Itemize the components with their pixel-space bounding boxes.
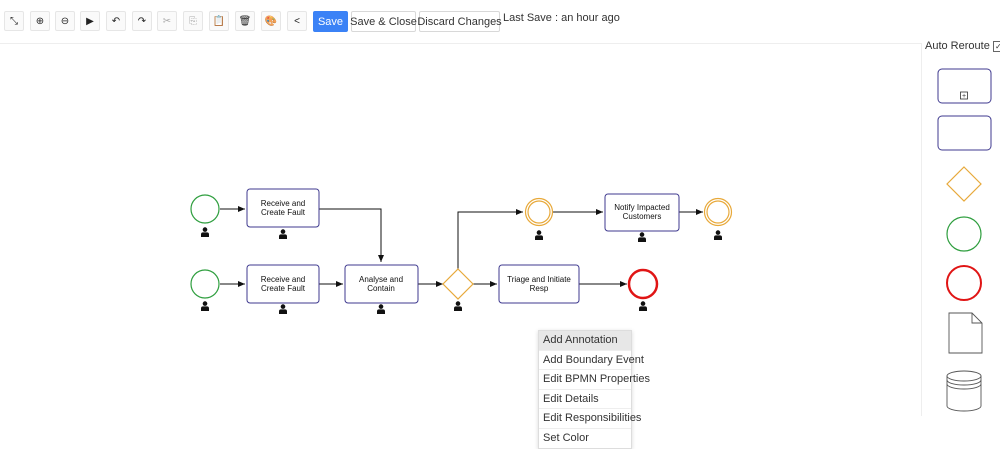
- person-icon: [279, 304, 287, 314]
- person-icon: [639, 301, 647, 311]
- person-icon: [535, 230, 543, 240]
- task-label-line2: Customers: [623, 212, 662, 221]
- shape-palette: +: [922, 43, 1000, 416]
- person-icon: [201, 301, 209, 311]
- task-shape[interactable]: [937, 115, 992, 151]
- save-close-button[interactable]: Save & Close: [350, 11, 417, 32]
- bpmn-diagram: Receive and Create Fault Receive and Cre…: [190, 188, 733, 314]
- diagram-canvas[interactable]: Receive and Create Fault Receive and Cre…: [0, 43, 922, 449]
- share-icon[interactable]: <: [287, 11, 307, 31]
- person-icon: [377, 304, 385, 314]
- start-event-top[interactable]: [190, 194, 220, 224]
- task-label-line2: Create Fault: [261, 284, 306, 293]
- end-event[interactable]: [627, 268, 659, 300]
- start-event-bottom[interactable]: [190, 269, 220, 299]
- task-label-line1: Triage and Initiate: [507, 275, 571, 284]
- auto-reroute-label: Auto Reroute: [925, 40, 990, 52]
- task-analyse-contain[interactable]: Analyse and Contain: [344, 264, 419, 304]
- menu-item-add-annotation[interactable]: Add Annotation: [539, 331, 631, 351]
- data-object-shape[interactable]: [948, 312, 983, 354]
- person-icon: [714, 230, 722, 240]
- task-label-line1: Notify Impacted: [614, 203, 670, 212]
- zoom-out-icon[interactable]: ⊖: [55, 11, 75, 31]
- task-label-line2: Resp: [530, 284, 549, 293]
- sequence-flows: [220, 206, 703, 287]
- subprocess-marker: +: [962, 93, 966, 100]
- intermediate-event-1[interactable]: [524, 197, 554, 227]
- task-label-line2: Create Fault: [261, 208, 306, 217]
- person-icon: [638, 232, 646, 242]
- auto-reroute-toggle[interactable]: Auto Reroute✓: [925, 40, 1000, 52]
- task-receive-fault-top[interactable]: Receive and Create Fault: [246, 188, 320, 228]
- exclusive-gateway[interactable]: [442, 268, 474, 300]
- play-icon[interactable]: ▶: [80, 11, 100, 31]
- person-icon: [201, 227, 209, 237]
- task-label-line1: Analyse and: [359, 275, 403, 284]
- toolbar: ⤡ ⊕ ⊖ ▶ ↶ ↷ ✂ ⎘ 📋 🗑 🎨 < Save Save & Clos…: [0, 0, 1000, 40]
- gateway-shape[interactable]: [946, 166, 982, 202]
- palette-icon[interactable]: 🎨: [261, 11, 281, 31]
- discard-changes-button[interactable]: Discard Changes: [417, 11, 502, 32]
- task-label-line1: Receive and: [261, 199, 305, 208]
- task-notify-customers[interactable]: Notify Impacted Customers: [604, 193, 680, 232]
- redo-icon[interactable]: ↷: [132, 11, 152, 31]
- menu-item-set-color[interactable]: Set Color: [543, 431, 589, 444]
- intermediate-event-2[interactable]: [703, 197, 733, 227]
- last-save-status: Last Save : an hour ago: [503, 12, 620, 24]
- task-triage[interactable]: Triage and Initiate Resp: [498, 264, 580, 304]
- task-receive-fault-bottom[interactable]: Receive and Create Fault: [246, 264, 320, 304]
- end-event-shape[interactable]: [946, 265, 982, 301]
- auto-reroute-checkbox[interactable]: ✓: [992, 40, 1000, 52]
- person-icon: [279, 229, 287, 239]
- person-icon: [454, 301, 462, 311]
- task-label-line1: Receive and: [261, 275, 305, 284]
- undo-icon[interactable]: ↶: [106, 11, 126, 31]
- cut-icon[interactable]: ✂: [157, 11, 177, 31]
- paste-icon[interactable]: 📋: [209, 11, 229, 31]
- fit-screen-icon[interactable]: ⤡: [4, 11, 24, 31]
- task-label-line2: Contain: [367, 284, 395, 293]
- start-event-shape[interactable]: [946, 216, 982, 252]
- subprocess-shape[interactable]: +: [937, 68, 992, 104]
- save-button[interactable]: Save: [313, 11, 348, 32]
- menu-item-edit-details[interactable]: Edit Details: [539, 390, 631, 409]
- delete-icon[interactable]: 🗑: [235, 11, 255, 31]
- copy-icon[interactable]: ⎘: [183, 11, 203, 31]
- context-menu: Add Annotation Add Boundary Event Edit B…: [538, 330, 650, 449]
- menu-item-add-boundary-event[interactable]: Add Boundary Event: [539, 351, 644, 370]
- zoom-in-icon[interactable]: ⊕: [30, 11, 50, 31]
- palette-shapes: +: [937, 68, 992, 412]
- data-store-shape[interactable]: [946, 370, 982, 412]
- menu-item-edit-bpmn-properties[interactable]: Edit BPMN Properties: [539, 370, 650, 390]
- menu-item-edit-responsibilities[interactable]: Edit Responsibilities: [539, 409, 641, 429]
